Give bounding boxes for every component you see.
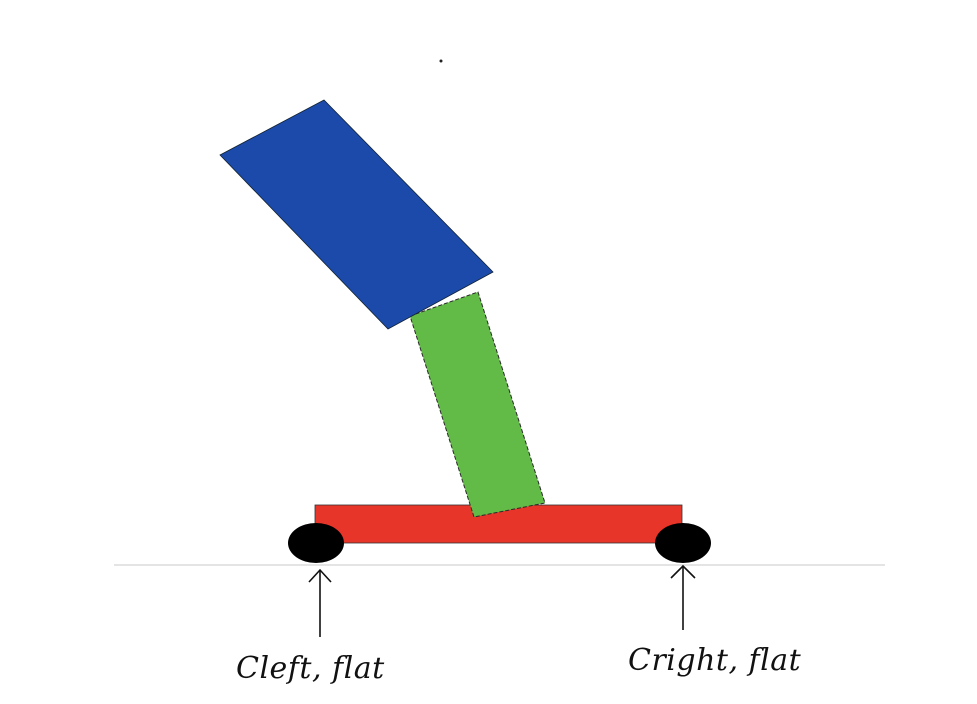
left-wheel bbox=[288, 523, 344, 563]
right-wheel bbox=[655, 523, 711, 563]
stray-dot bbox=[439, 59, 443, 63]
right-contact-label: Cright, flat bbox=[628, 643, 802, 678]
left-contact-label: Cleft, flat bbox=[236, 651, 385, 686]
right-force-arrow bbox=[670, 564, 696, 630]
lower-link bbox=[409, 291, 546, 518]
upper-link bbox=[219, 99, 494, 330]
left-force-arrow bbox=[308, 568, 332, 637]
